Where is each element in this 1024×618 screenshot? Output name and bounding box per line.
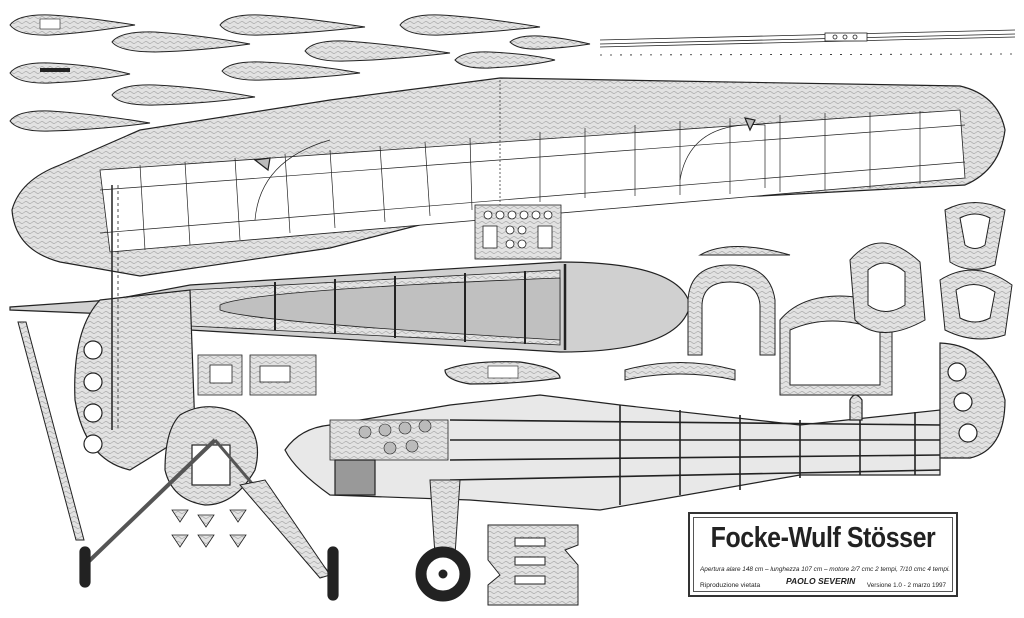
tail-fin-right xyxy=(849,342,1006,459)
rib-5 xyxy=(304,40,451,62)
main-wheel xyxy=(415,479,471,602)
rib-2 xyxy=(219,14,366,36)
rib-11 xyxy=(9,110,151,132)
title-block: Focke-Wulf Stösser Apertura alare 148 cm… xyxy=(688,512,958,597)
rib-10 xyxy=(111,84,256,106)
rib-9 xyxy=(454,51,556,69)
rib-1 xyxy=(9,14,136,36)
author-name: PAOLO SEVERIN xyxy=(786,576,856,586)
rib-6 xyxy=(509,35,591,50)
title-block-frame xyxy=(693,517,953,592)
wing-plan xyxy=(11,77,1006,277)
rib-7 xyxy=(9,62,131,84)
fuselage-top-view xyxy=(9,261,691,353)
small-parts xyxy=(197,204,562,396)
rib-4 xyxy=(111,31,251,53)
plan-title: Focke-Wulf Stösser xyxy=(710,522,936,554)
version-info: Versione 1.0 - 2 marzo 1997 xyxy=(866,582,946,589)
rib-profiles xyxy=(9,14,591,132)
rib-3 xyxy=(399,14,541,36)
landing-gear xyxy=(79,406,339,601)
plan-specifications: Apertura alare 148 cm – lunghezza 107 cm… xyxy=(700,566,950,573)
strut xyxy=(17,321,85,541)
floor-plate xyxy=(487,524,579,606)
rib-8 xyxy=(221,61,361,81)
rudder-left xyxy=(74,185,196,471)
spar-strips xyxy=(599,29,1016,56)
formers xyxy=(624,202,1013,396)
reproduction-notice: Riproduzione vietata xyxy=(700,582,761,589)
